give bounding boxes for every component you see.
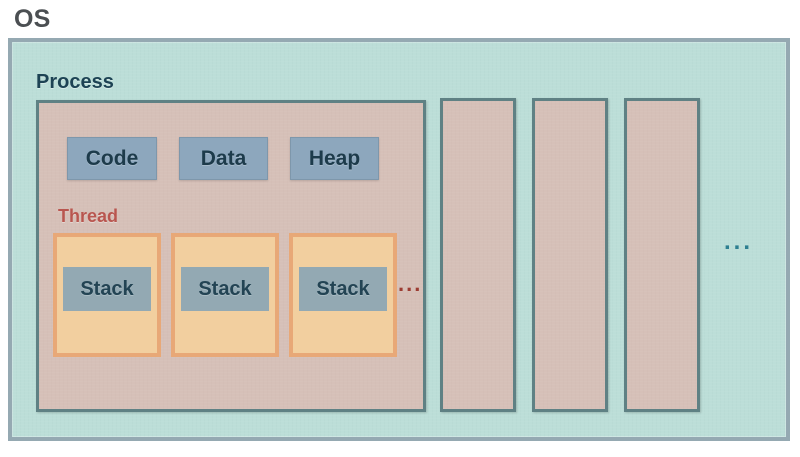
segment-box-heap: Heap — [290, 137, 379, 180]
process-box — [532, 98, 608, 412]
process-box — [440, 98, 516, 412]
segment-box-code: Code — [67, 137, 157, 180]
os-title: OS — [14, 5, 51, 33]
stack-box: Stack — [63, 267, 151, 311]
process-label: Process — [36, 71, 114, 93]
threads-ellipsis: ... — [398, 271, 423, 296]
stack-box: Stack — [299, 267, 387, 311]
processes-ellipsis: ... — [724, 228, 754, 255]
process-box — [624, 98, 700, 412]
thread-label: Thread — [58, 206, 119, 226]
stack-box: Stack — [181, 267, 269, 311]
segment-box-data: Data — [179, 137, 268, 180]
